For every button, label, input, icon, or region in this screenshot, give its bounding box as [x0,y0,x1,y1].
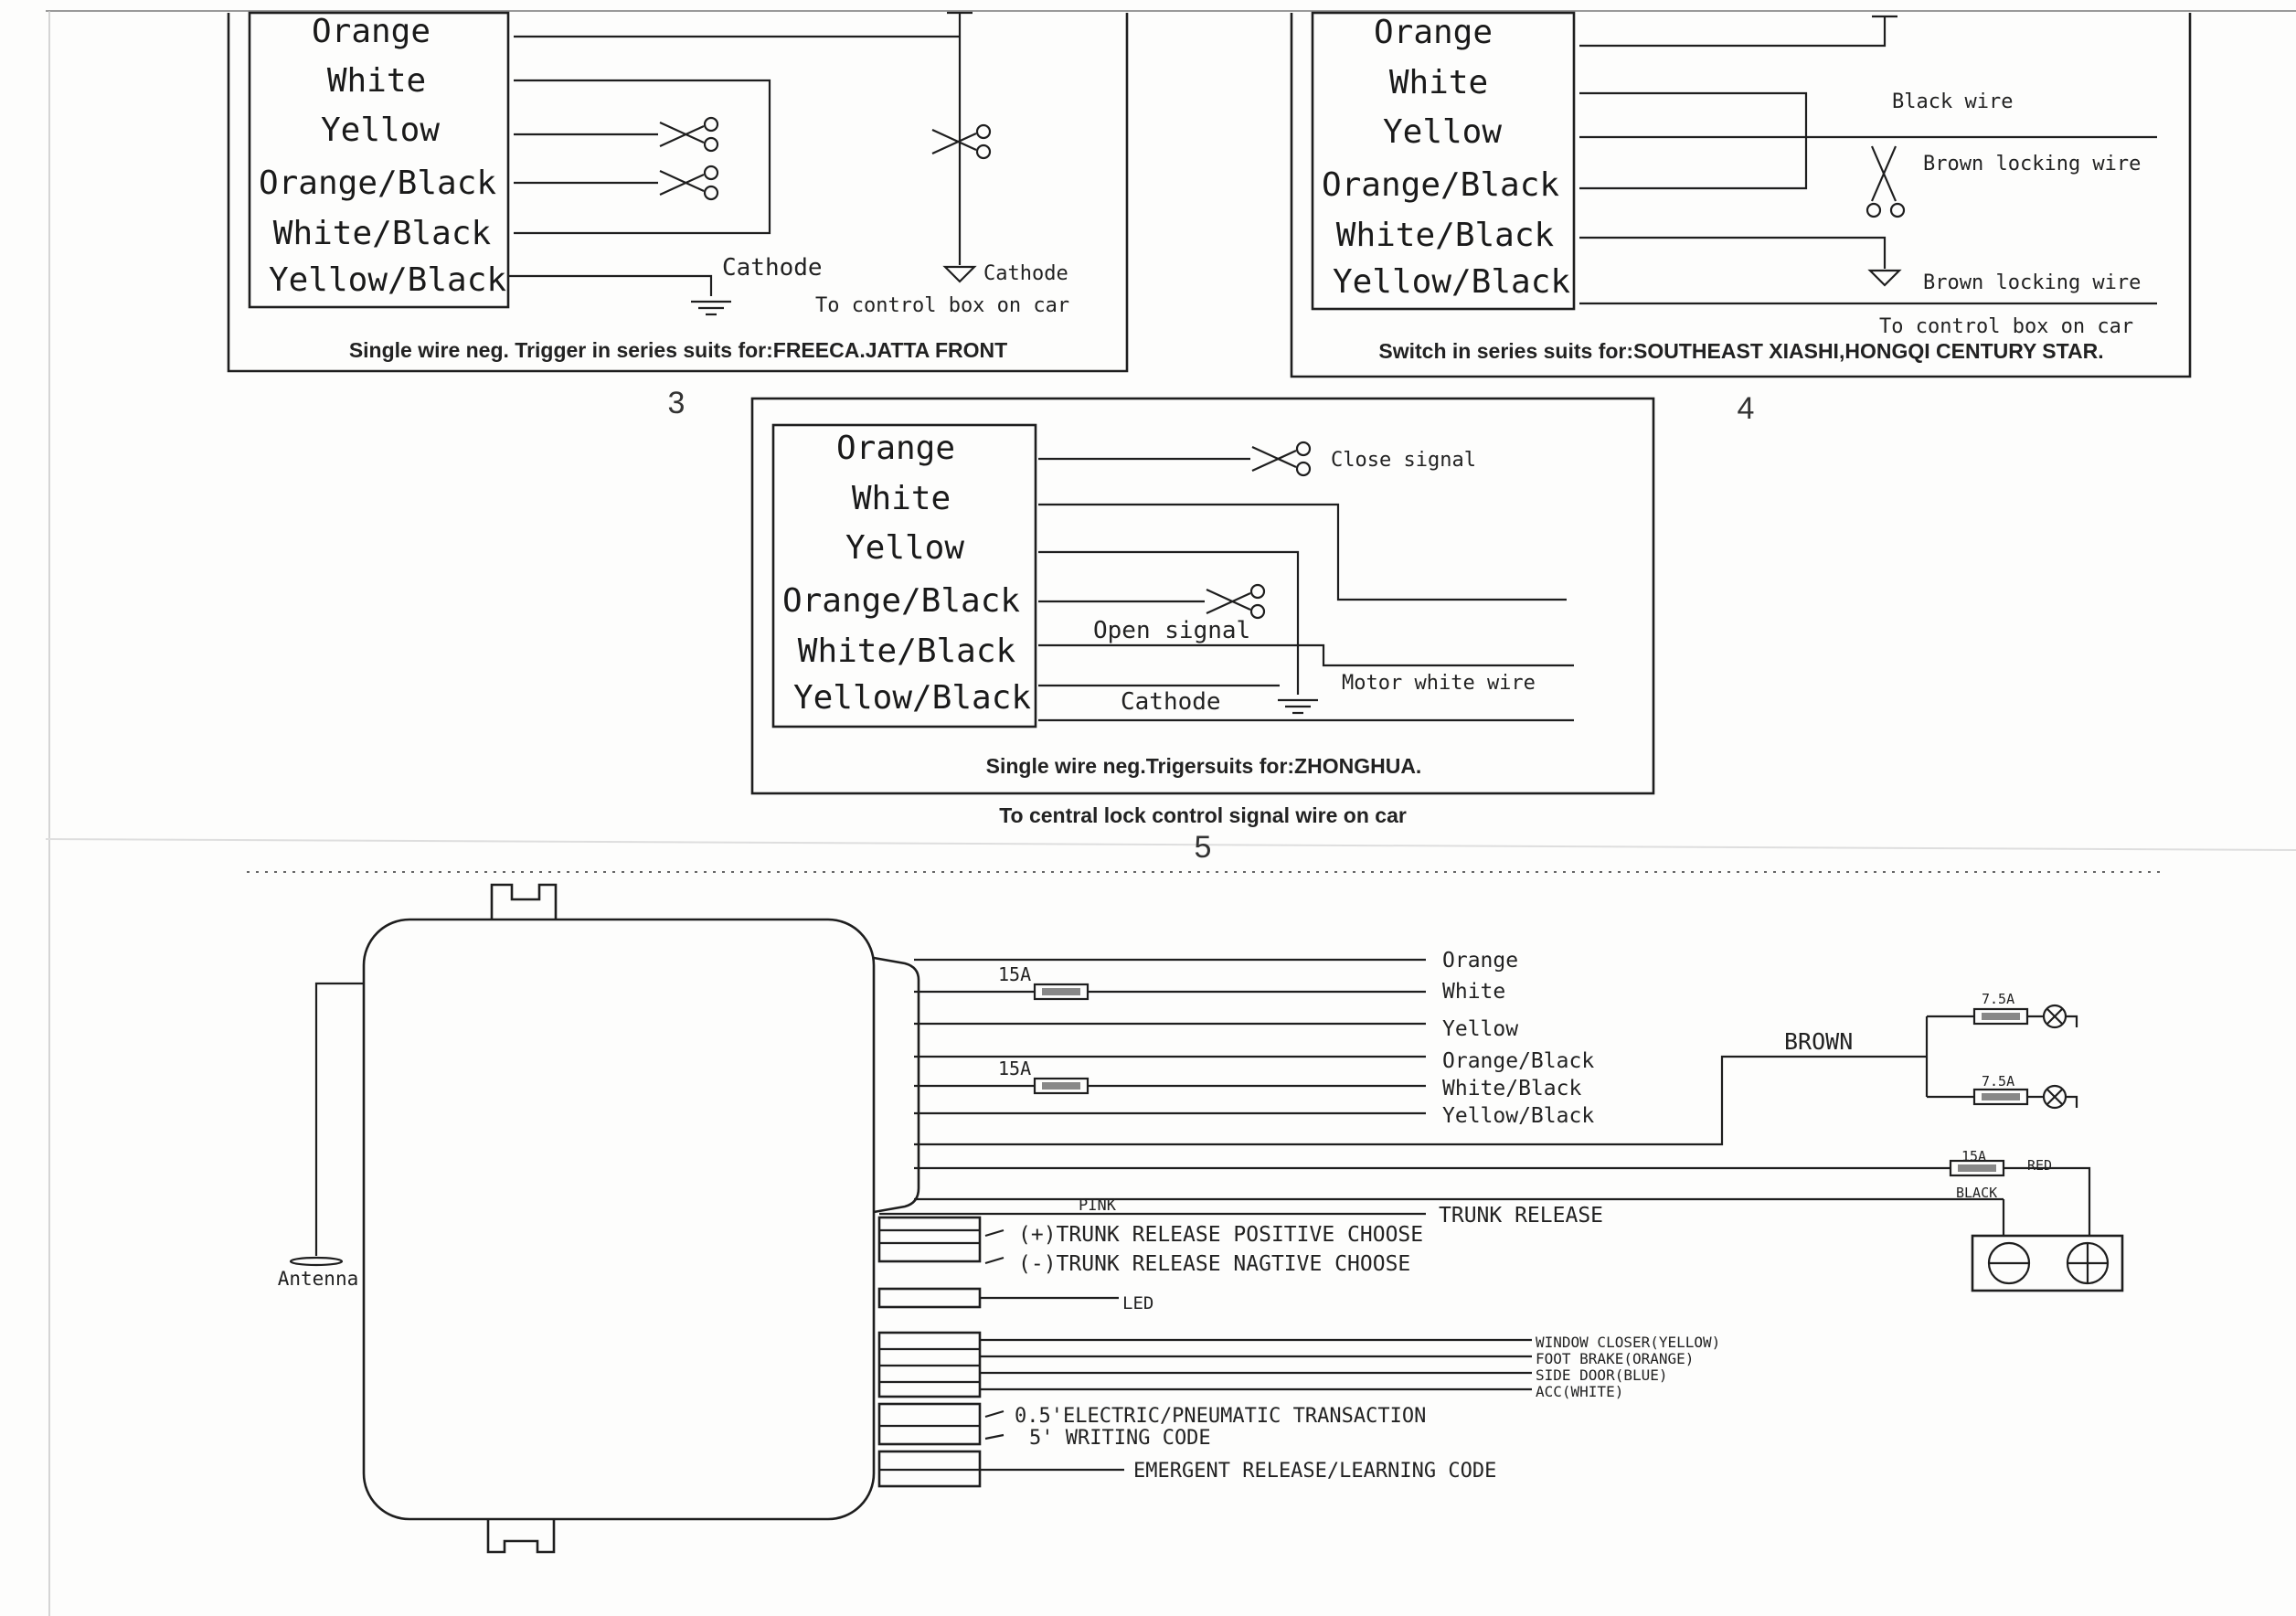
trunk-positive-label: (+)TRUNK RELEASE POSITIVE CHOOSE [1018,1223,1423,1247]
wire-label-orange: Orange [836,430,955,467]
foot-brake-label: FOOT BRAKE(ORANGE) [1536,1350,1694,1367]
wire-label-orange: Orange [1374,14,1493,51]
pink-label: PINK [1079,1196,1117,1215]
wire-label-yellow: Yellow [321,112,440,149]
battery-fuse-label: 15A [1961,1148,1986,1164]
wire-label-yellow: Yellow [1383,113,1502,151]
wire-label-white: White [852,480,951,517]
side-door-label: SIDE DOOR(BLUE) [1536,1366,1668,1384]
paper-edges [45,10,2296,1616]
electric-label: 0.5'ELECTRIC/PNEUMATIC TRANSACTION [1015,1405,1426,1428]
lamp-fuse-label-2: 7.5A [1982,1073,2014,1090]
wire-orange-label: Orange [1442,949,1518,973]
main-wiring: Antenna 15A 15A Orange White Y [278,883,2124,1554]
fuse-label-1: 15A [998,963,1031,985]
control-box-label: To control box on car [1879,315,2133,338]
wire-label-white-black: White/Black [1336,217,1555,254]
wire-yellow-label: Yellow [1442,1017,1518,1041]
red-label: RED [2027,1157,2052,1174]
brown-locking-label-1: Brown locking wire [1923,153,2141,175]
wire-white-label: White [1442,980,1505,1004]
wire-label-orange-black: Orange/Black [782,582,1020,620]
led-label: LED [1122,1293,1153,1313]
wire-label-yellow: Yellow [845,529,964,567]
trunk-negative-label: (-)TRUNK RELEASE NAGTIVE CHOOSE [1018,1252,1410,1276]
diagram-number-3: 3 [668,386,686,420]
emergent-label: EMERGENT RELEASE/LEARNING CODE [1133,1460,1496,1483]
motor-white-label: Motor white wire [1342,672,1536,695]
wire-label-white: White [1389,64,1488,101]
wire-white-black-label: White/Black [1442,1077,1581,1100]
wire-label-yellow-black: Yellow/Black [1333,263,1570,301]
wire-yellow-black-label: Yellow/Black [1442,1104,1594,1128]
cathode-label: Cathode [1121,688,1221,716]
brown-locking-label-2: Brown locking wire [1923,271,2141,294]
wire-label-yellow-black: Yellow/Black [793,679,1031,717]
cathode-right-label: Cathode [983,262,1068,285]
black-wire-label: Black wire [1892,90,2013,113]
caption-4: Switch in series suits for:SOUTHEAST XIA… [1378,339,2103,363]
wire-label-white: White [327,62,426,100]
acc-label: ACC(WHITE) [1536,1383,1623,1400]
wire-label-white-black: White/Black [273,215,492,252]
diagram-3: Orange White Yellow Orange/Black White/B… [227,11,1129,420]
wire-orange-black-label: Orange/Black [1442,1049,1594,1073]
brown-label: BROWN [1784,1028,1853,1055]
window-closer-label: WINDOW CLOSER(YELLOW) [1536,1334,1720,1351]
lamp-fuse-label-1: 7.5A [1982,991,2014,1007]
fuse-label-2: 15A [998,1058,1031,1079]
cathode-label: Cathode [722,254,823,282]
wire-label-orange-black: Orange/Black [259,165,496,202]
black-label: BLACK [1956,1185,1997,1201]
caption-3: Single wire neg. Trigger in series suits… [349,338,1007,362]
antenna-label: Antenna [278,1268,359,1290]
control-box-label: To control box on car [815,294,1069,317]
trunk-release-label: TRUNK RELEASE [1439,1204,1603,1228]
diagram-number-5: 5 [1195,830,1212,865]
caption-5: Single wire neg.Trigersuits for:ZHONGHUA… [986,754,1422,778]
close-signal-label: Close signal [1331,449,1476,472]
wire-label-orange: Orange [312,13,430,50]
diagram-5: Orange White Yellow Orange/Black White/B… [750,397,1655,865]
central-lock-caption: To central lock control signal wire on c… [999,803,1407,827]
open-signal-label: Open signal [1093,617,1250,644]
diagram-4: Orange White Yellow Orange/Black White/B… [1290,11,2192,426]
wire-label-orange-black: Orange/Black [1322,166,1559,204]
wire-label-yellow-black: Yellow/Black [269,261,506,299]
writing-code-label: 5' WRITING CODE [1029,1427,1211,1450]
diagram-number-4: 4 [1738,391,1755,426]
wire-label-white-black: White/Black [798,633,1016,670]
